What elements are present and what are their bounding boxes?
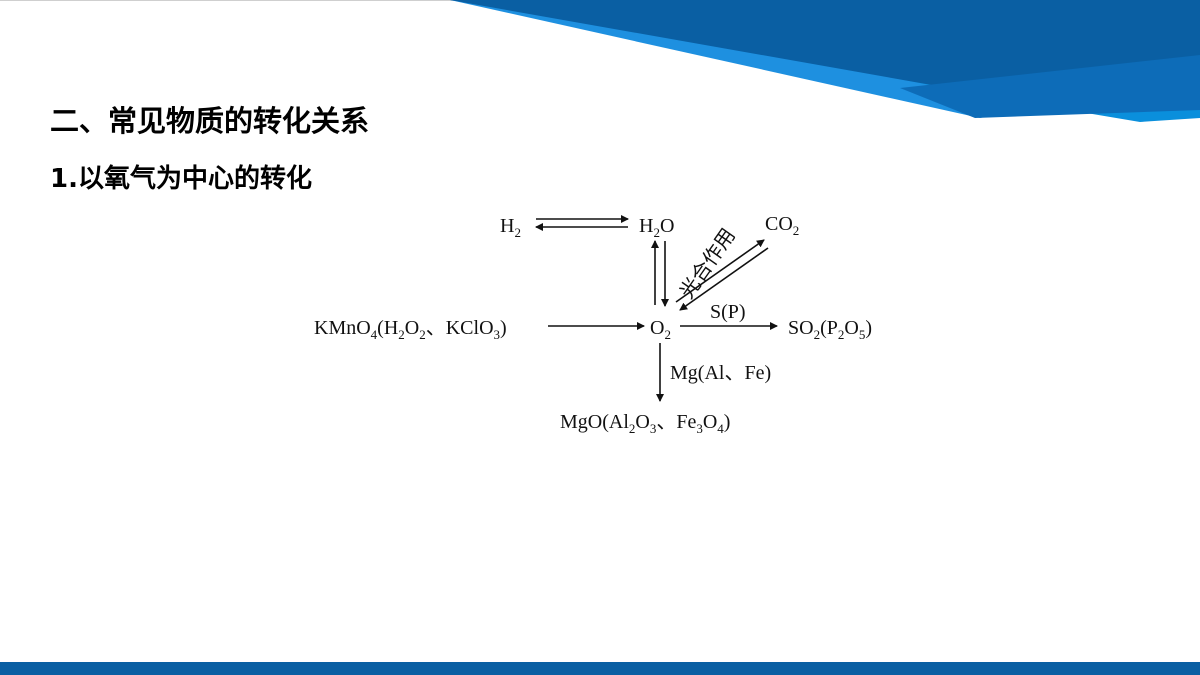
node-so2: SO2(P2O5) (788, 317, 872, 342)
node-co2: CO2 (765, 213, 799, 238)
section-subtitle: 1.以氧气为中心的转化 (50, 164, 312, 194)
page-title: 二、常见物质的转化关系 (50, 104, 370, 138)
arrow-o2-to-co2 (675, 239, 765, 303)
node-o2: O2 (650, 317, 671, 342)
node-kmno4: KMnO4(H2O2、KClO3) (314, 317, 507, 342)
arrow-co2-to-o2 (679, 247, 769, 311)
label-sp: S(P) (710, 301, 746, 323)
node-h2o: H2O (639, 215, 674, 240)
node-h2: H2 (500, 215, 521, 240)
label-mg: Mg(Al、Fe) (670, 362, 771, 384)
bottom-accent-bar (0, 662, 1200, 675)
top-right-decorative-band (450, 0, 1200, 122)
node-mgo: MgO(Al2O3、Fe3O4) (560, 411, 730, 436)
